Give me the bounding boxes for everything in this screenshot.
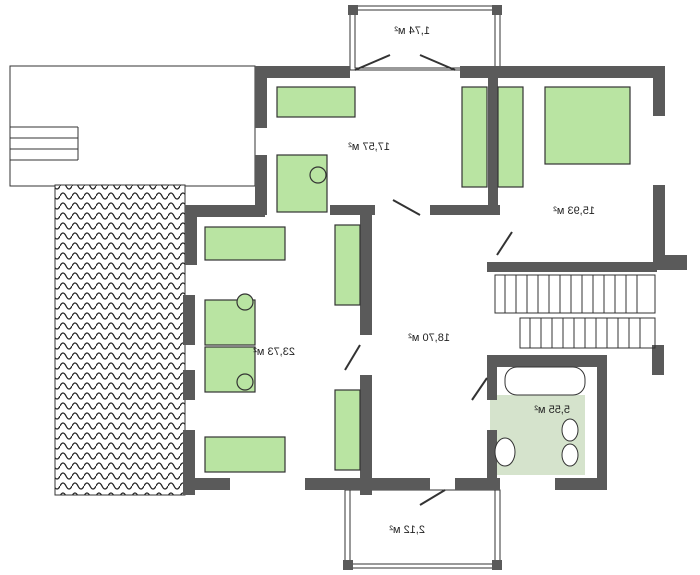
furniture: [204, 86, 631, 473]
walls: [183, 66, 687, 495]
area-bottom-balcony: 2,12 м²: [389, 524, 425, 536]
area-hall: 18,70 м²: [408, 332, 450, 344]
area-labels: 1,74 м² 17,57 м² 15,93 м² 18,70 м² 23,73…: [253, 25, 595, 536]
staircase: [494, 274, 656, 349]
terrace-outline: [9, 65, 256, 187]
area-bedroom-left: 23,73 м²: [253, 346, 295, 358]
doors: [344, 54, 513, 506]
roof-hatch: [54, 184, 186, 496]
top-balcony: [348, 5, 502, 71]
area-bedroom-upper-left: 17,57 м²: [348, 141, 390, 153]
area-bathroom: 5,55 м²: [534, 404, 570, 416]
area-bedroom-right: 15,93 м²: [553, 205, 595, 217]
area-top-balcony: 1,74 м²: [394, 25, 430, 37]
